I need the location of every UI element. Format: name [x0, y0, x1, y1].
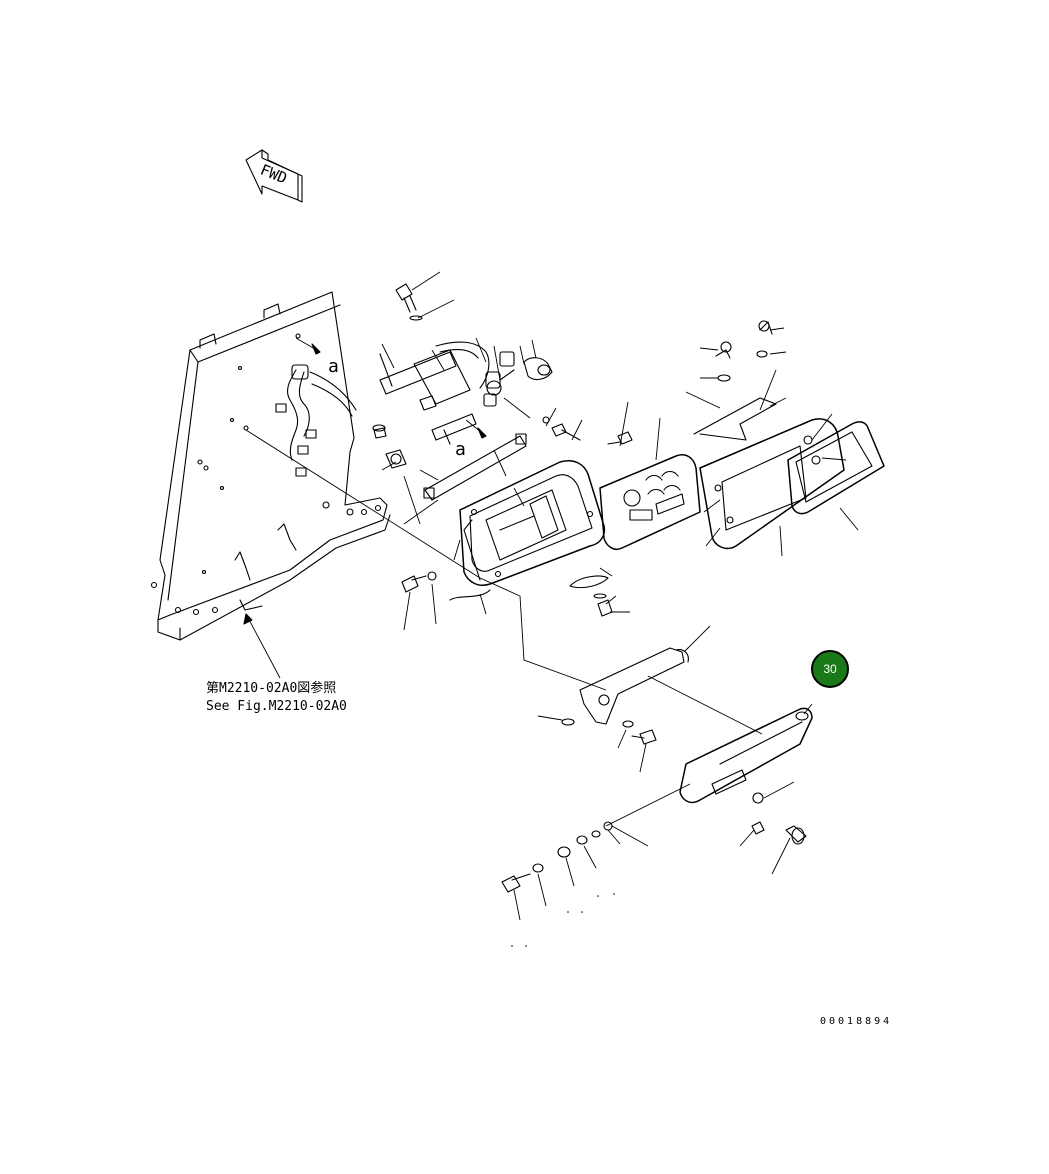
fasteners-bottom: [401, 571, 613, 893]
cover-assembly: [693, 320, 885, 550]
fwd-label: FWD: [258, 161, 290, 188]
lower-bracket: [561, 647, 689, 745]
fwd-arrow-icon: FWD: [245, 149, 303, 203]
drawing-code: 00018894: [820, 1016, 892, 1027]
reference-note: 第M2210-02A0図参照 See Fig.M2210-02A0: [206, 680, 347, 714]
meter-housing: [449, 460, 606, 601]
gauge-panel: [599, 454, 701, 550]
view-label-a: a: [328, 356, 339, 377]
handle-plate: [679, 707, 813, 845]
leader-lines: [243, 271, 859, 947]
view-arrow-a-2: a: [455, 419, 487, 460]
fasteners-top: [395, 283, 633, 445]
view-arrow-a-1: a: [295, 337, 339, 377]
view-label-a-2: a: [455, 439, 466, 460]
callout-30-button[interactable]: 30: [811, 650, 849, 688]
callout-30-circle[interactable]: [811, 650, 849, 688]
frame-panel: [150, 291, 393, 641]
harness-assembly: [372, 341, 553, 501]
reference-note-jp: 第M2210-02A0図参照: [206, 680, 336, 696]
reference-note-en: See Fig.M2210-02A0: [206, 699, 347, 714]
callout-30-label[interactable]: 30: [823, 662, 837, 676]
